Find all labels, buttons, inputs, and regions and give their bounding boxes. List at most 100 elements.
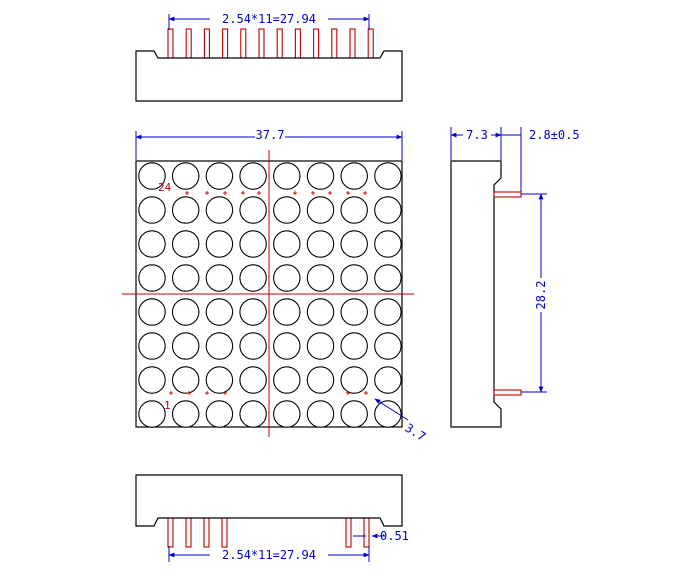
top-view-pin: [276, 28, 283, 60]
led-dot: [306, 332, 335, 360]
led-dot: [171, 366, 200, 394]
led-dot: [239, 264, 267, 292]
led-dot: [273, 230, 301, 258]
led-dot: [205, 332, 234, 360]
top-pitch-label-bg: [210, 12, 328, 26]
led-dot: [171, 332, 200, 360]
led-dot: [205, 400, 234, 428]
led-dot: [340, 264, 368, 292]
led-dot: [138, 196, 166, 224]
led-dot: [171, 298, 200, 326]
top-view-pin: [185, 28, 192, 60]
led-dot: [374, 366, 402, 394]
led-dot: [374, 400, 402, 428]
led-dot: [273, 298, 301, 326]
led-dot: [374, 162, 402, 190]
pin-1-label: 1: [164, 399, 171, 412]
led-diameter-leader: [374, 398, 409, 421]
front-width-label: 37.7: [256, 128, 285, 142]
side-depth-label: 7.3: [466, 128, 488, 142]
led-dot: [138, 298, 166, 326]
led-dot: [340, 298, 368, 326]
bottom-view-pin: [185, 516, 192, 548]
side-pin-offset-label: 2.8±0.5: [529, 128, 580, 142]
led-dot: [205, 196, 234, 224]
pin-width-label: 0.51: [380, 529, 409, 543]
side-view-body: [450, 160, 502, 428]
front-width-label-bg: [255, 128, 285, 142]
top-view-body: [135, 50, 403, 102]
led-dot: [239, 332, 267, 360]
led-dot: [205, 366, 234, 394]
led-dot: [306, 366, 335, 394]
led-dot: [306, 196, 335, 224]
top-view-pin: [167, 28, 174, 60]
top-view-pin: [349, 28, 356, 60]
led-dot: [273, 366, 301, 394]
bottom-view: 2.54*11=27.94 0.51: [135, 474, 409, 562]
led-dot: [138, 400, 166, 428]
led-dot: [138, 366, 166, 394]
bottom-view-pin: [203, 516, 210, 548]
top-view-pin: [331, 28, 338, 60]
led-dot: [273, 332, 301, 360]
led-dot: [171, 400, 200, 428]
bottom-pitch-label: 2.54*11=27.94: [222, 548, 316, 562]
top-pitch-label: 2.54*11=27.94: [222, 12, 316, 26]
led-dot: [273, 162, 301, 190]
led-dot: [171, 196, 200, 224]
bottom-view-pin: [167, 516, 174, 548]
top-view-pin: [313, 28, 320, 60]
top-view: 2.54*11=27.94: [135, 12, 403, 102]
led-grid: [138, 162, 402, 428]
led-dot: [306, 264, 335, 292]
led-dot: [273, 196, 301, 224]
front-view: 37.7 24 1 3.7: [122, 128, 428, 444]
led-dot: [239, 366, 267, 394]
led-dot: [374, 230, 402, 258]
led-dot: [374, 332, 402, 360]
led-dot: [340, 400, 368, 428]
led-dot: [374, 264, 402, 292]
led-dot: [239, 400, 267, 428]
led-dot: [239, 298, 267, 326]
bottom-pitch-label-bg: [210, 548, 328, 562]
led-dot: [239, 196, 267, 224]
led-dot: [205, 298, 234, 326]
led-dot: [306, 400, 335, 428]
pin-ticks: [169, 191, 368, 395]
led-dot: [205, 162, 234, 190]
led-dot: [205, 230, 234, 258]
led-dot: [138, 230, 166, 258]
side-pin-span-label: 28.2: [534, 281, 548, 310]
led-dot: [340, 366, 368, 394]
led-dot: [239, 230, 267, 258]
led-dot: [340, 332, 368, 360]
led-dot: [374, 196, 402, 224]
led-dot: [306, 162, 335, 190]
bottom-view-pin: [345, 516, 352, 548]
led-dot: [138, 162, 166, 190]
top-view-pin: [258, 28, 265, 60]
led-dot: [340, 162, 368, 190]
led-dot: [374, 298, 402, 326]
bottom-view-pins: [167, 516, 370, 548]
top-view-pins: [167, 28, 374, 60]
side-depth-label-bg: [463, 128, 491, 142]
led-dot: [306, 230, 335, 258]
led-dot: [273, 400, 301, 428]
led-dot: [306, 298, 335, 326]
led-dot: [340, 196, 368, 224]
led-dot: [171, 162, 200, 190]
led-dot: [239, 162, 267, 190]
led-dot: [138, 332, 166, 360]
top-view-pin: [240, 28, 247, 60]
top-view-pin: [203, 28, 210, 60]
bottom-view-pin: [363, 516, 370, 548]
led-dot: [273, 264, 301, 292]
led-dot: [340, 230, 368, 258]
led-diameter-label: 3.7: [402, 421, 428, 444]
led-dot: [171, 264, 200, 292]
